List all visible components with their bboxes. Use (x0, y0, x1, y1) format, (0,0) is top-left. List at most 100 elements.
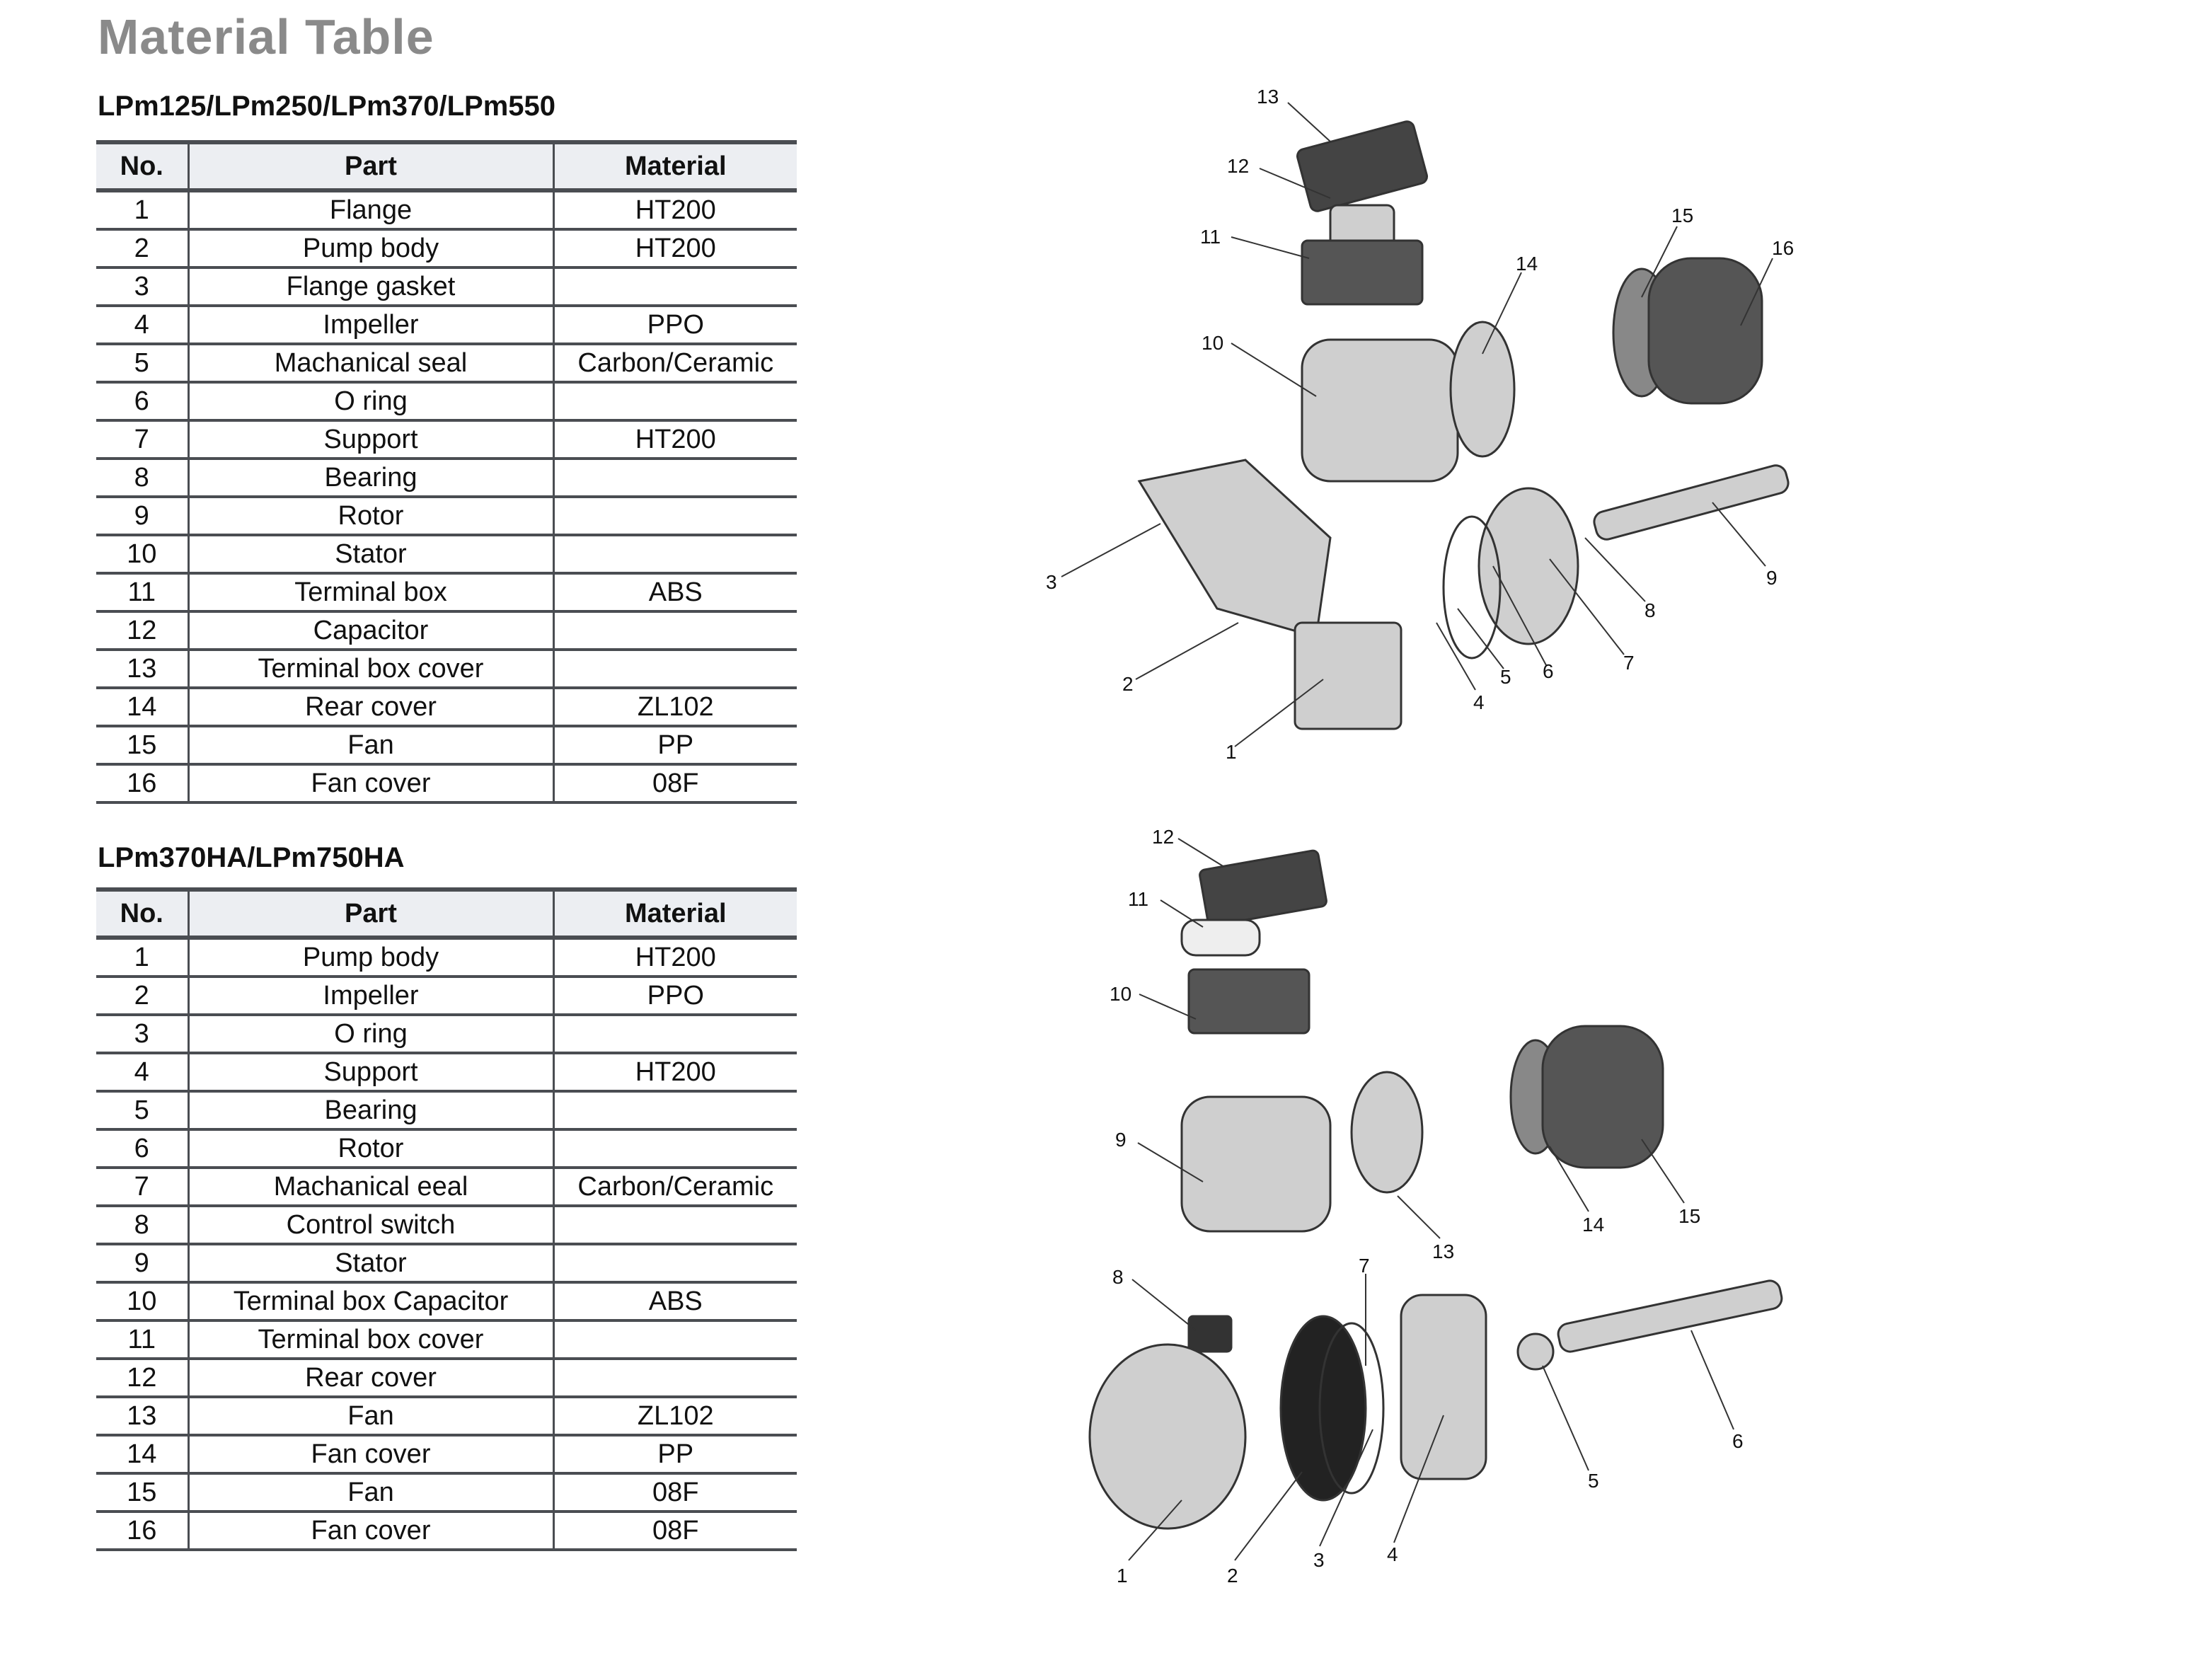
cell-material: PPO (553, 306, 797, 345)
pump-body-part (1137, 459, 1332, 638)
callouts-1: 13 12 11 10 14 15 16 3 2 1 4 5 6 7 8 9 (1046, 86, 1794, 763)
cell-no: 8 (96, 1206, 190, 1245)
callout: 11 (1128, 888, 1148, 910)
cell-no: 13 (96, 1397, 190, 1437)
exploded-diagram-1 (1061, 102, 1790, 747)
table1-subtitle: LPm125/LPm250/LPm370/LPm550 (98, 91, 556, 122)
cell-part: Flange (188, 190, 555, 231)
callout: 5 (1588, 1470, 1599, 1492)
cell-no: 8 (96, 459, 190, 498)
cell-material (553, 535, 797, 575)
cell-no: 3 (96, 1015, 190, 1054)
callout: 9 (1766, 567, 1778, 589)
cell-no: 1 (96, 190, 190, 231)
callout: 6 (1732, 1430, 1744, 1452)
cell-material: PP (553, 726, 797, 766)
cell-no: 16 (96, 764, 190, 804)
cell-part: Stator (188, 1244, 555, 1284)
callout: 13 (1257, 86, 1279, 108)
cell-material (553, 1359, 797, 1398)
cell-material: HT200 (553, 938, 797, 978)
cell-no: 14 (96, 1435, 190, 1475)
header-part: Part (188, 140, 555, 192)
callout: 8 (1112, 1266, 1124, 1288)
pump-body-part (1088, 1343, 1247, 1530)
cell-material: HT200 (553, 420, 797, 460)
cell-no: 13 (96, 650, 190, 689)
cell-material: PP (553, 1435, 797, 1475)
callout: 14 (1516, 253, 1538, 275)
cell-material (553, 650, 797, 689)
cell-part: Machanical seal (188, 344, 555, 384)
cell-part: Flange gasket (188, 267, 555, 307)
callout: 3 (1313, 1549, 1325, 1571)
cell-part: Pump body (188, 938, 555, 978)
callout: 1 (1117, 1565, 1128, 1587)
terminal-box-cover-part (1199, 849, 1327, 927)
callout: 7 (1359, 1255, 1370, 1277)
header-part: Part (188, 887, 555, 940)
cell-no: 14 (96, 688, 190, 727)
cell-part: O ring (188, 1015, 555, 1054)
cell-part: Impeller (188, 977, 555, 1016)
callout: 9 (1115, 1129, 1127, 1151)
cell-no: 9 (96, 1244, 190, 1284)
cell-material: HT200 (553, 1053, 797, 1093)
callout: 8 (1644, 599, 1656, 621)
cell-material: 08F (553, 1512, 797, 1551)
terminal-box-part (1301, 239, 1424, 306)
support-part (1477, 487, 1579, 645)
cell-part: O ring (188, 382, 555, 422)
cell-material (553, 1129, 797, 1169)
impeller-part (1279, 1315, 1367, 1502)
cell-material: Carbon/Ceramic (553, 1168, 797, 1207)
cell-part: Bearing (188, 459, 555, 498)
rotor-part (1593, 464, 1790, 541)
o-ring-part (1318, 1322, 1385, 1495)
cell-no: 12 (96, 611, 190, 651)
callout: 11 (1200, 226, 1221, 248)
cell-material: ABS (553, 573, 797, 613)
callout: 12 (1152, 826, 1174, 848)
rotor-part (1557, 1279, 1783, 1353)
cell-part: Support (188, 1053, 555, 1093)
cell-part: Rear cover (188, 1359, 555, 1398)
cell-no: 6 (96, 1129, 190, 1169)
cell-part: Control switch (188, 1206, 555, 1245)
fan-cover-part (1541, 1025, 1664, 1169)
cell-part: Impeller (188, 306, 555, 345)
cell-material: 08F (553, 764, 797, 804)
cell-no: 7 (96, 1168, 190, 1207)
support-part (1400, 1294, 1487, 1480)
cell-material: HT200 (553, 190, 797, 231)
callout: 4 (1387, 1543, 1398, 1565)
cell-material: ABS (553, 1282, 797, 1322)
o-ring-part (1442, 515, 1502, 660)
cell-material: 08F (553, 1473, 797, 1513)
header-material: Material (553, 140, 797, 192)
cell-part: Pump body (188, 229, 555, 269)
cell-part: Fan cover (188, 1512, 555, 1551)
cell-part: Fan (188, 726, 555, 766)
cell-no: 2 (96, 229, 190, 269)
callout: 12 (1227, 155, 1249, 177)
